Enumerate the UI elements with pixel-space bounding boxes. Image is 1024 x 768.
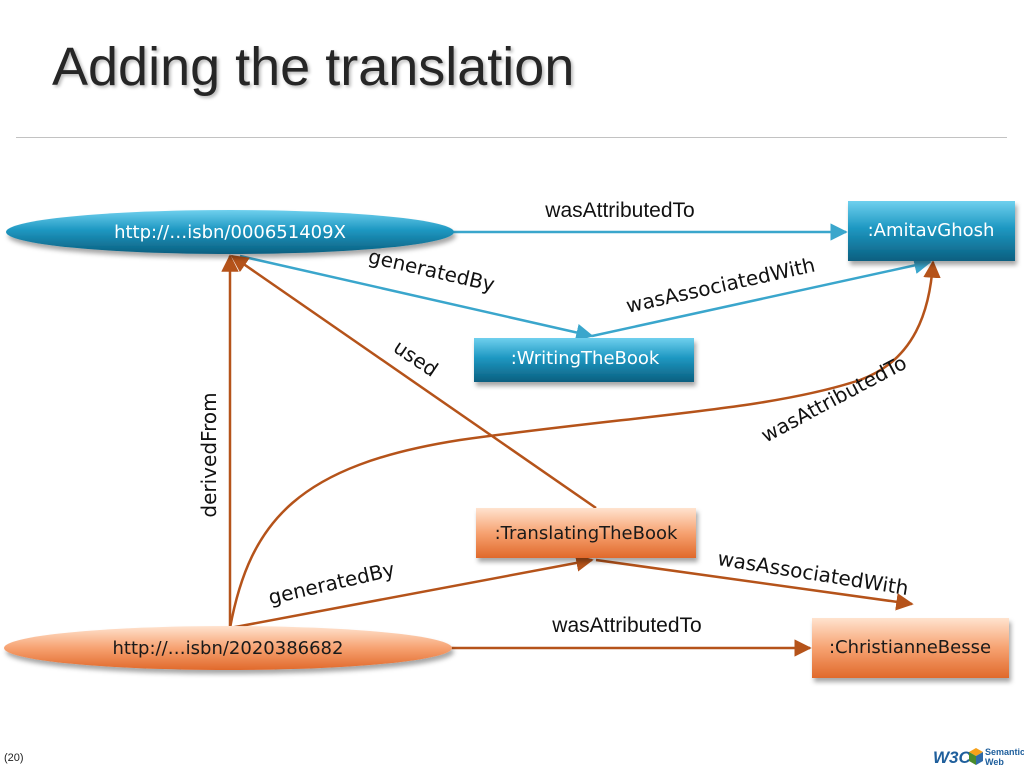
node-christianne-besse-label: :ChristianneBesse (829, 637, 991, 658)
node-translated-book-label: http://…isbn/2020386682 (113, 638, 344, 659)
edge-translating-used (230, 254, 597, 510)
edge-label-translated-was-attributed-to-besse: wasAttributedTo (551, 614, 701, 637)
node-writing-the-book: :WritingTheBook (474, 338, 694, 382)
title-divider (16, 137, 1007, 138)
w3c-logo-brand: W3C (933, 748, 972, 767)
edge-writing-was-associated-with (591, 256, 932, 338)
edge-label-original-was-attributed-to: wasAttributedTo (544, 199, 694, 222)
node-christianne-besse: :ChristianneBesse (812, 618, 1009, 678)
node-amitav-ghosh: :AmitavGhosh (848, 201, 1015, 261)
node-translating-the-book: :TranslatingTheBook (476, 508, 696, 558)
w3c-semantic-web-logo: W3C Semantic Web (933, 747, 1024, 767)
edge-label-translated-derived-from: derivedFrom (197, 392, 221, 517)
edge-original-generated-by (239, 254, 594, 342)
node-translating-the-book-label: :TranslatingTheBook (495, 523, 678, 544)
semantic-web-cube-icon (969, 748, 983, 765)
w3c-logo-line1: Semantic (985, 747, 1024, 757)
edge-label-translating-was-associated-with: wasAssociatedWith (716, 546, 910, 600)
node-original-book: http://…isbn/000651409X (6, 210, 454, 254)
node-translated-book: http://…isbn/2020386682 (4, 626, 452, 670)
w3c-logo-line2: Web (985, 757, 1004, 767)
node-writing-the-book-label: :WritingTheBook (511, 348, 660, 369)
slide-number: (20) (4, 752, 24, 764)
node-original-book-label: http://…isbn/000651409X (114, 222, 346, 243)
edge-label-translating-used: used (389, 335, 442, 382)
edge-translated-was-attributed-to-ghosh (228, 260, 941, 629)
node-amitav-ghosh-label: :AmitavGhosh (868, 220, 995, 241)
edge-translated-generated-by (229, 554, 594, 630)
edge-translating-was-associated-with (595, 558, 914, 611)
slide-title: Adding the translation (52, 37, 575, 97)
